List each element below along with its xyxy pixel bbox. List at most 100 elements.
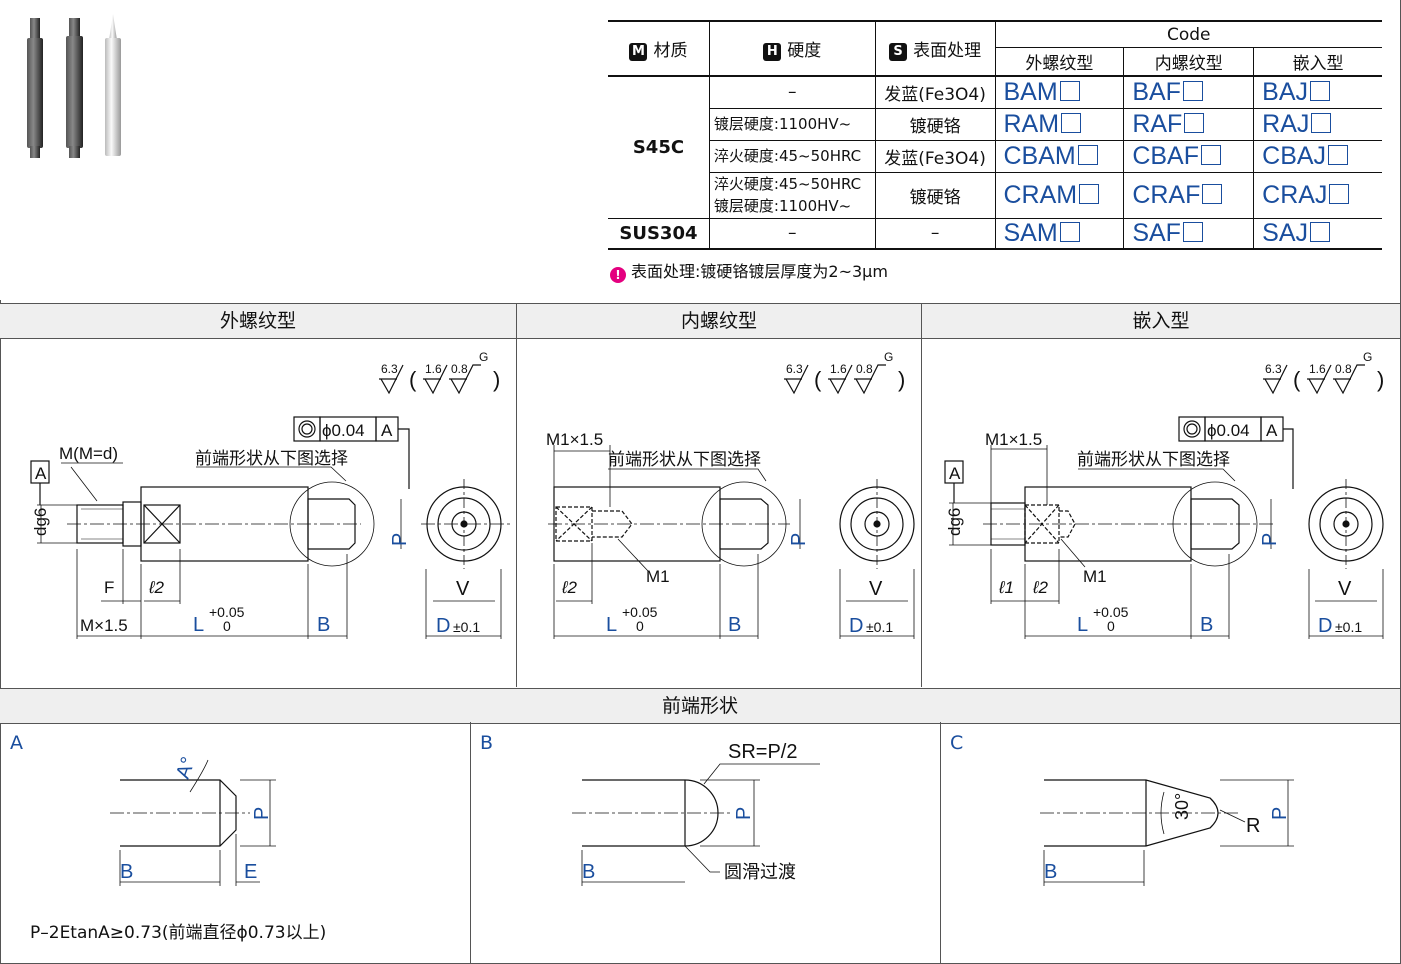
svg-text:A: A bbox=[381, 421, 393, 440]
drawing-internal: 6.3 ( 1.6 0.8 G ) bbox=[546, 350, 915, 639]
svg-text:0: 0 bbox=[636, 618, 644, 634]
svg-text:A: A bbox=[949, 464, 961, 483]
pin-embedded-photo bbox=[105, 14, 121, 156]
svg-text:前端形状从下图选择: 前端形状从下图选择 bbox=[1077, 450, 1230, 469]
table-row: 淬火硬度:45~50HRC 发蓝(Fe3O4) CBAM CBAF CBAJ bbox=[608, 140, 1382, 173]
pin-external-photo bbox=[27, 18, 43, 158]
svg-text:(: ( bbox=[1293, 367, 1301, 392]
svg-text:V: V bbox=[456, 578, 470, 600]
header-embedded: 嵌入型 bbox=[922, 303, 1400, 339]
svg-text:ℓ2: ℓ2 bbox=[1032, 578, 1048, 597]
svg-text:ℓ1: ℓ1 bbox=[998, 578, 1014, 597]
tip-c-letter: C bbox=[950, 732, 964, 754]
svg-text:圆滑过渡: 圆滑过渡 bbox=[724, 862, 796, 882]
svg-text:SR=P/2: SR=P/2 bbox=[728, 741, 797, 763]
svg-text:B: B bbox=[1044, 861, 1057, 883]
svg-text:M1×1.5: M1×1.5 bbox=[546, 430, 603, 449]
svg-text:+0.05: +0.05 bbox=[1093, 604, 1129, 620]
svg-text:): ) bbox=[898, 367, 905, 392]
svg-text:+0.05: +0.05 bbox=[209, 604, 245, 620]
svg-text:ℓ2: ℓ2 bbox=[561, 578, 577, 597]
svg-text:D: D bbox=[436, 615, 450, 637]
svg-text:): ) bbox=[493, 367, 500, 392]
tip-b-letter: B bbox=[480, 732, 494, 754]
thread-m-label: M(M=d) bbox=[59, 444, 118, 463]
drawing-embedded: 6.3 ( 1.6 0.8 G ) bbox=[944, 350, 1384, 639]
svg-text:G: G bbox=[1363, 350, 1372, 364]
table-row: S45C – 发蓝(Fe3O4) BAM BAF BAJ bbox=[608, 76, 1382, 219]
svg-text:M1: M1 bbox=[646, 567, 670, 586]
roughness-symbol: 6.3 ( 1.6 0.8 G ) bbox=[784, 350, 905, 395]
tip-a-letter: A bbox=[10, 732, 23, 754]
header-external: 外螺纹型 bbox=[0, 303, 516, 339]
info-icon: ! bbox=[610, 267, 626, 283]
svg-text:A°: A° bbox=[172, 754, 200, 782]
svg-text:(: ( bbox=[409, 367, 417, 392]
svg-text:G: G bbox=[479, 350, 488, 364]
svg-text:6.3: 6.3 bbox=[381, 362, 398, 376]
svg-text:G: G bbox=[884, 350, 893, 364]
col-code-embedded: 嵌入型 bbox=[1253, 47, 1382, 77]
svg-text:ϕ0.04: ϕ0.04 bbox=[1207, 421, 1250, 440]
svg-text:R: R bbox=[1246, 815, 1260, 837]
svg-text:ℓ2: ℓ2 bbox=[148, 578, 164, 597]
svg-text:(: ( bbox=[814, 367, 822, 392]
svg-text:6.3: 6.3 bbox=[1265, 362, 1282, 376]
col-code-internal: 内螺纹型 bbox=[1123, 47, 1254, 77]
svg-text:P: P bbox=[251, 807, 273, 820]
pin-internal-photo bbox=[66, 18, 83, 158]
col-code: Code bbox=[994, 20, 1382, 48]
svg-text:M×1.5: M×1.5 bbox=[80, 616, 128, 635]
roughness-symbol: 6.3 ( 1.6 0.8 G ) bbox=[1263, 350, 1384, 395]
svg-text:F: F bbox=[104, 578, 114, 597]
header-tip-shapes: 前端形状 bbox=[0, 688, 1400, 724]
svg-text:B: B bbox=[728, 614, 741, 636]
svg-text:1.6: 1.6 bbox=[830, 362, 847, 376]
svg-text:L: L bbox=[193, 614, 204, 636]
svg-text:P: P bbox=[1269, 807, 1291, 820]
svg-text:B: B bbox=[582, 861, 595, 883]
svg-text:B: B bbox=[120, 861, 133, 883]
svg-text:0: 0 bbox=[223, 618, 231, 634]
svg-text:P: P bbox=[733, 807, 755, 820]
drawing-external: 6.3 ( 1.6 0.8 G ) bbox=[30, 350, 511, 639]
svg-text:B: B bbox=[317, 614, 330, 636]
svg-text:1.6: 1.6 bbox=[1309, 362, 1326, 376]
svg-text:±0.1: ±0.1 bbox=[1335, 619, 1362, 635]
svg-text:±0.1: ±0.1 bbox=[866, 619, 893, 635]
product-photo bbox=[27, 14, 121, 158]
svg-text:30°: 30° bbox=[1172, 793, 1192, 820]
svg-text:P: P bbox=[389, 533, 411, 546]
svg-text:+0.05: +0.05 bbox=[622, 604, 658, 620]
svg-text:B: B bbox=[1200, 614, 1213, 636]
svg-text:V: V bbox=[1338, 578, 1352, 600]
svg-text:dg6: dg6 bbox=[31, 508, 50, 536]
svg-text:M1: M1 bbox=[1083, 567, 1107, 586]
svg-text:P: P bbox=[1259, 533, 1281, 546]
svg-text:±0.1: ±0.1 bbox=[453, 619, 480, 635]
svg-text:L: L bbox=[1077, 614, 1088, 636]
table-row: 镀层硬度:1100HV~ 镀硬铬 RAM RAF RAJ bbox=[608, 108, 1382, 141]
svg-text:D: D bbox=[1318, 615, 1332, 637]
table-row: SUS304 – – SAM SAF SAJ bbox=[608, 218, 1382, 250]
svg-text:0.8: 0.8 bbox=[1335, 362, 1352, 376]
svg-text:1.6: 1.6 bbox=[425, 362, 442, 376]
col-code-external: 外螺纹型 bbox=[994, 47, 1124, 77]
svg-text:D: D bbox=[849, 615, 863, 637]
svg-text:ϕ0.04: ϕ0.04 bbox=[322, 421, 365, 440]
svg-text:V: V bbox=[869, 578, 883, 600]
svg-text:P: P bbox=[788, 533, 810, 546]
svg-text:M1×1.5: M1×1.5 bbox=[985, 430, 1042, 449]
svg-text:前端形状从下图选择: 前端形状从下图选择 bbox=[608, 450, 761, 469]
svg-text:dg6: dg6 bbox=[945, 508, 964, 536]
header-internal: 内螺纹型 bbox=[517, 303, 921, 339]
tip-formula: P–2EtanA≥0.73(前端直径ϕ0.73以上) bbox=[30, 923, 327, 943]
svg-text:E: E bbox=[244, 861, 257, 883]
svg-text:A: A bbox=[1266, 421, 1278, 440]
svg-text:6.3: 6.3 bbox=[786, 362, 803, 376]
tip-select-label: 前端形状从下图选择 bbox=[195, 449, 348, 468]
